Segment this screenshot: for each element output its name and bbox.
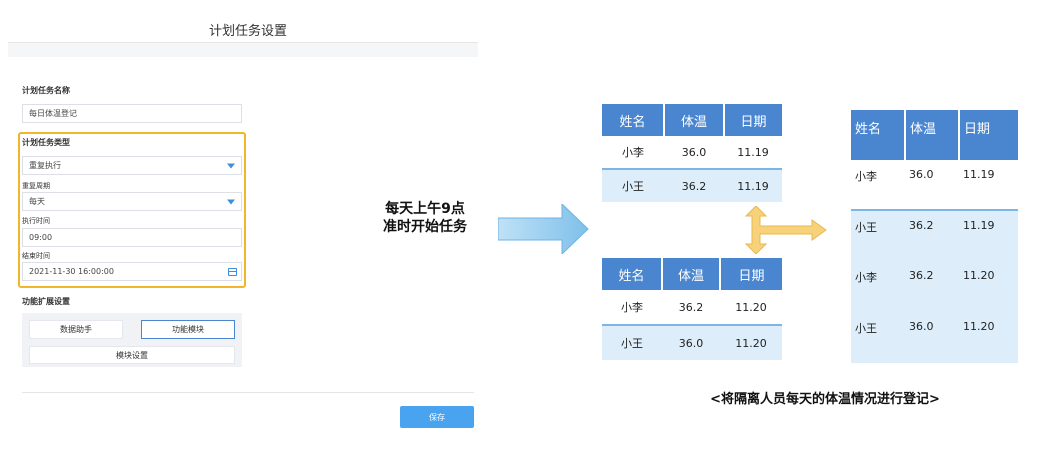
module-settings-label: 模块设置	[116, 350, 148, 360]
tab-function-module[interactable]: 功能模块	[141, 320, 235, 339]
table-cell: 36.2	[905, 209, 959, 261]
table-cell: 小李	[602, 136, 664, 169]
title-divider	[8, 42, 478, 43]
save-button-label: 保存	[429, 412, 445, 422]
table-header: 日期	[959, 110, 1018, 160]
footer-divider	[22, 392, 474, 393]
repeat-cycle-value: 每天	[29, 197, 45, 206]
table-header: 体温	[905, 110, 960, 160]
table-cell: 小王	[851, 209, 905, 261]
table-cell: 11.20	[720, 324, 782, 360]
table-cell: 36.2	[905, 261, 959, 312]
table-cell: 36.0	[664, 136, 724, 169]
table-cell: 小王	[851, 312, 905, 363]
table-cell: 11.19	[959, 160, 1018, 210]
table-cell: 36.2	[662, 290, 720, 325]
panel-title: 计划任务设置	[208, 24, 287, 39]
table-header: 姓名	[602, 104, 665, 136]
table-cell: 11.20	[720, 290, 782, 325]
exec-time-value: 09:00	[29, 233, 53, 242]
task-name-input[interactable]: 每日体温登记	[22, 104, 242, 123]
end-time-input[interactable]: 2021-11-30 16:00:00	[22, 262, 242, 281]
tab-data-helper-label: 数据助手	[60, 325, 92, 334]
table-cell: 11.19	[724, 168, 782, 202]
table-day2: 姓名 体温 日期 小李 36.2 11.20 小王 36.0 11.20	[602, 258, 782, 360]
table-cell: 11.19	[724, 136, 782, 169]
exec-time-label: 执行时间	[22, 217, 50, 225]
header-shade	[8, 43, 478, 57]
table-row: 小李 36.0 11.19	[851, 160, 1018, 210]
table-header: 姓名	[602, 258, 663, 290]
table-header: 姓名	[851, 110, 906, 160]
table-cell: 小王	[602, 324, 662, 360]
repeat-cycle-select[interactable]: 每天	[22, 192, 242, 211]
table-row: 小王 36.2 11.19	[851, 209, 1018, 261]
schedule-caption-line1: 每天上午9点	[385, 201, 465, 217]
table-day1: 姓名 体温 日期 小李 36.0 11.19 小王 36.2 11.19	[602, 104, 782, 202]
task-type-select[interactable]: 重复执行	[22, 156, 242, 175]
module-settings-button[interactable]: 模块设置	[29, 346, 235, 364]
right-arrow-icon	[498, 204, 589, 254]
table-row: 小李 36.0 11.19	[602, 136, 782, 169]
table-row: 小李 36.2 11.20	[602, 290, 782, 325]
table-header: 日期	[720, 258, 782, 290]
task-type-value: 重复执行	[29, 161, 61, 170]
chevron-down-icon	[227, 199, 235, 204]
table-cell: 小李	[602, 290, 662, 325]
task-settings-panel: 计划任务设置 计划任务名称 每日体温登记 计划任务类型 重复执行 重复周期 每天…	[0, 0, 480, 456]
table-cell: 11.20	[959, 261, 1018, 312]
table-combined: 姓名 体温 日期 小李 36.0 11.19 小王 36.2 11.19 小李 …	[851, 110, 1018, 363]
repeat-cycle-label: 重复周期	[22, 182, 50, 190]
table-cell: 小王	[602, 168, 664, 202]
table-cell: 36.0	[905, 160, 959, 210]
table-cell: 11.19	[959, 209, 1018, 261]
bottom-caption: <将隔离人员每天的体温情况进行登记>	[710, 392, 940, 407]
table-cell: 36.0	[905, 312, 959, 363]
table-row: 小王 36.0 11.20	[851, 312, 1018, 363]
task-name-label: 计划任务名称	[22, 86, 70, 95]
task-type-highlight-box	[18, 132, 246, 288]
table-cell: 小李	[851, 160, 905, 210]
tab-data-helper[interactable]: 数据助手	[29, 320, 123, 339]
end-time-value: 2021-11-30 16:00:00	[29, 267, 114, 276]
table-header: 日期	[724, 104, 782, 136]
calendar-icon[interactable]	[228, 267, 237, 276]
table-header: 体温	[662, 258, 721, 290]
tab-function-module-label: 功能模块	[172, 325, 204, 334]
table-cell: 小李	[851, 261, 905, 312]
table-header: 体温	[664, 104, 725, 136]
table-cell: 36.0	[662, 324, 720, 360]
chevron-down-icon	[227, 163, 235, 168]
end-time-label: 结束时间	[22, 252, 50, 260]
table-cell: 36.2	[664, 168, 724, 202]
save-button[interactable]: 保存	[400, 406, 474, 428]
schedule-caption-line2: 准时开始任务	[383, 219, 467, 235]
table-cell: 11.20	[959, 312, 1018, 363]
table-row: 小王 36.2 11.19	[602, 168, 782, 202]
ext-settings-label: 功能扩展设置	[22, 297, 70, 306]
schedule-caption: 每天上午9点 准时开始任务	[360, 200, 490, 236]
exec-time-input[interactable]: 09:00	[22, 228, 242, 247]
three-way-arrow-icon	[744, 206, 827, 254]
task-type-label: 计划任务类型	[22, 138, 70, 147]
table-row: 小王 36.0 11.20	[602, 324, 782, 360]
task-name-value: 每日体温登记	[29, 109, 77, 118]
table-row: 小李 36.2 11.20	[851, 261, 1018, 312]
